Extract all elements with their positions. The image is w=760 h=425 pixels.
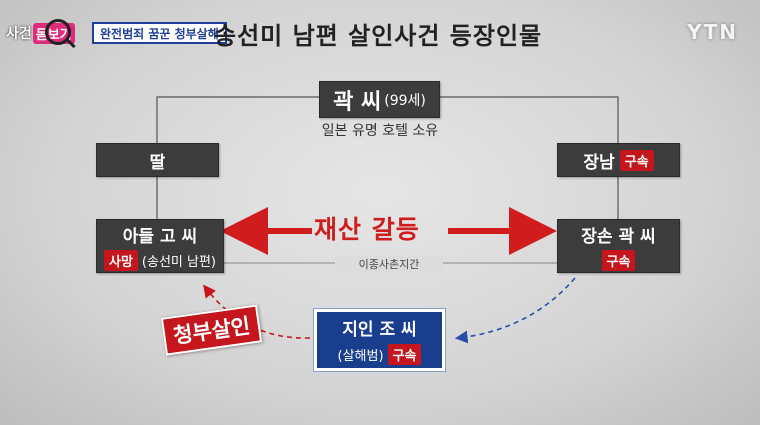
node-son: 아들 고 씨 사망 (송선미 남편) bbox=[96, 219, 224, 273]
program-logo: 사건 돋보기 bbox=[6, 19, 75, 46]
node-acquaintance-name: 지인 조 씨 bbox=[342, 320, 417, 340]
node-daughter: 딸 bbox=[96, 143, 219, 177]
arrow-grandson-to-acquaintance bbox=[454, 277, 576, 344]
node-kwak-name: 곽 씨 bbox=[333, 89, 382, 115]
magnifier-icon bbox=[44, 19, 71, 45]
node-eldest-son: 장남 구속 bbox=[557, 143, 680, 177]
node-kwak-age: (99세) bbox=[384, 92, 426, 109]
node-eldest-son-name: 장남 bbox=[583, 152, 615, 173]
node-kwak-description: 일본 유명 호텔 소유 bbox=[321, 123, 439, 139]
node-acquaintance-badge: 구속 bbox=[387, 344, 422, 365]
channel-logo: YTN bbox=[687, 20, 738, 44]
line-kwak-to-eldest bbox=[440, 96, 619, 143]
node-kwak: 곽 씨 (99세) bbox=[319, 81, 440, 118]
node-son-name: 아들 고 씨 bbox=[122, 226, 198, 247]
node-grandson-name: 장손 곽 씨 bbox=[581, 226, 656, 247]
node-acquaintance-sub: (살해범) 구속 bbox=[338, 344, 422, 365]
logo-word-1: 사건 bbox=[6, 26, 32, 42]
edge-label-conflict: 재산 갈등 bbox=[314, 215, 420, 244]
node-daughter-name: 딸 bbox=[149, 152, 166, 173]
edge-label-cousin: 이종사촌지간 bbox=[335, 256, 443, 272]
line-kwak-to-daughter bbox=[156, 96, 319, 143]
node-son-sub: 사망 (송선미 남편) bbox=[104, 249, 216, 271]
node-acquaintance-note: (살해범) bbox=[337, 349, 384, 364]
node-grandson-badge: 구속 bbox=[601, 249, 636, 271]
node-acquaintance: 지인 조 씨 (살해범) 구속 bbox=[314, 309, 445, 371]
headline-banner: 완전범죄 꿈꾼 청부살해 bbox=[92, 22, 227, 44]
node-son-note: (송선미 남편) bbox=[141, 254, 216, 270]
page-title: 송선미 남편 살인사건 등장인물 bbox=[214, 22, 543, 50]
node-grandson: 장손 곽 씨 구속 bbox=[557, 219, 680, 273]
node-eldest-son-badge: 구속 bbox=[619, 149, 654, 171]
node-son-badge: 사망 bbox=[104, 249, 138, 271]
